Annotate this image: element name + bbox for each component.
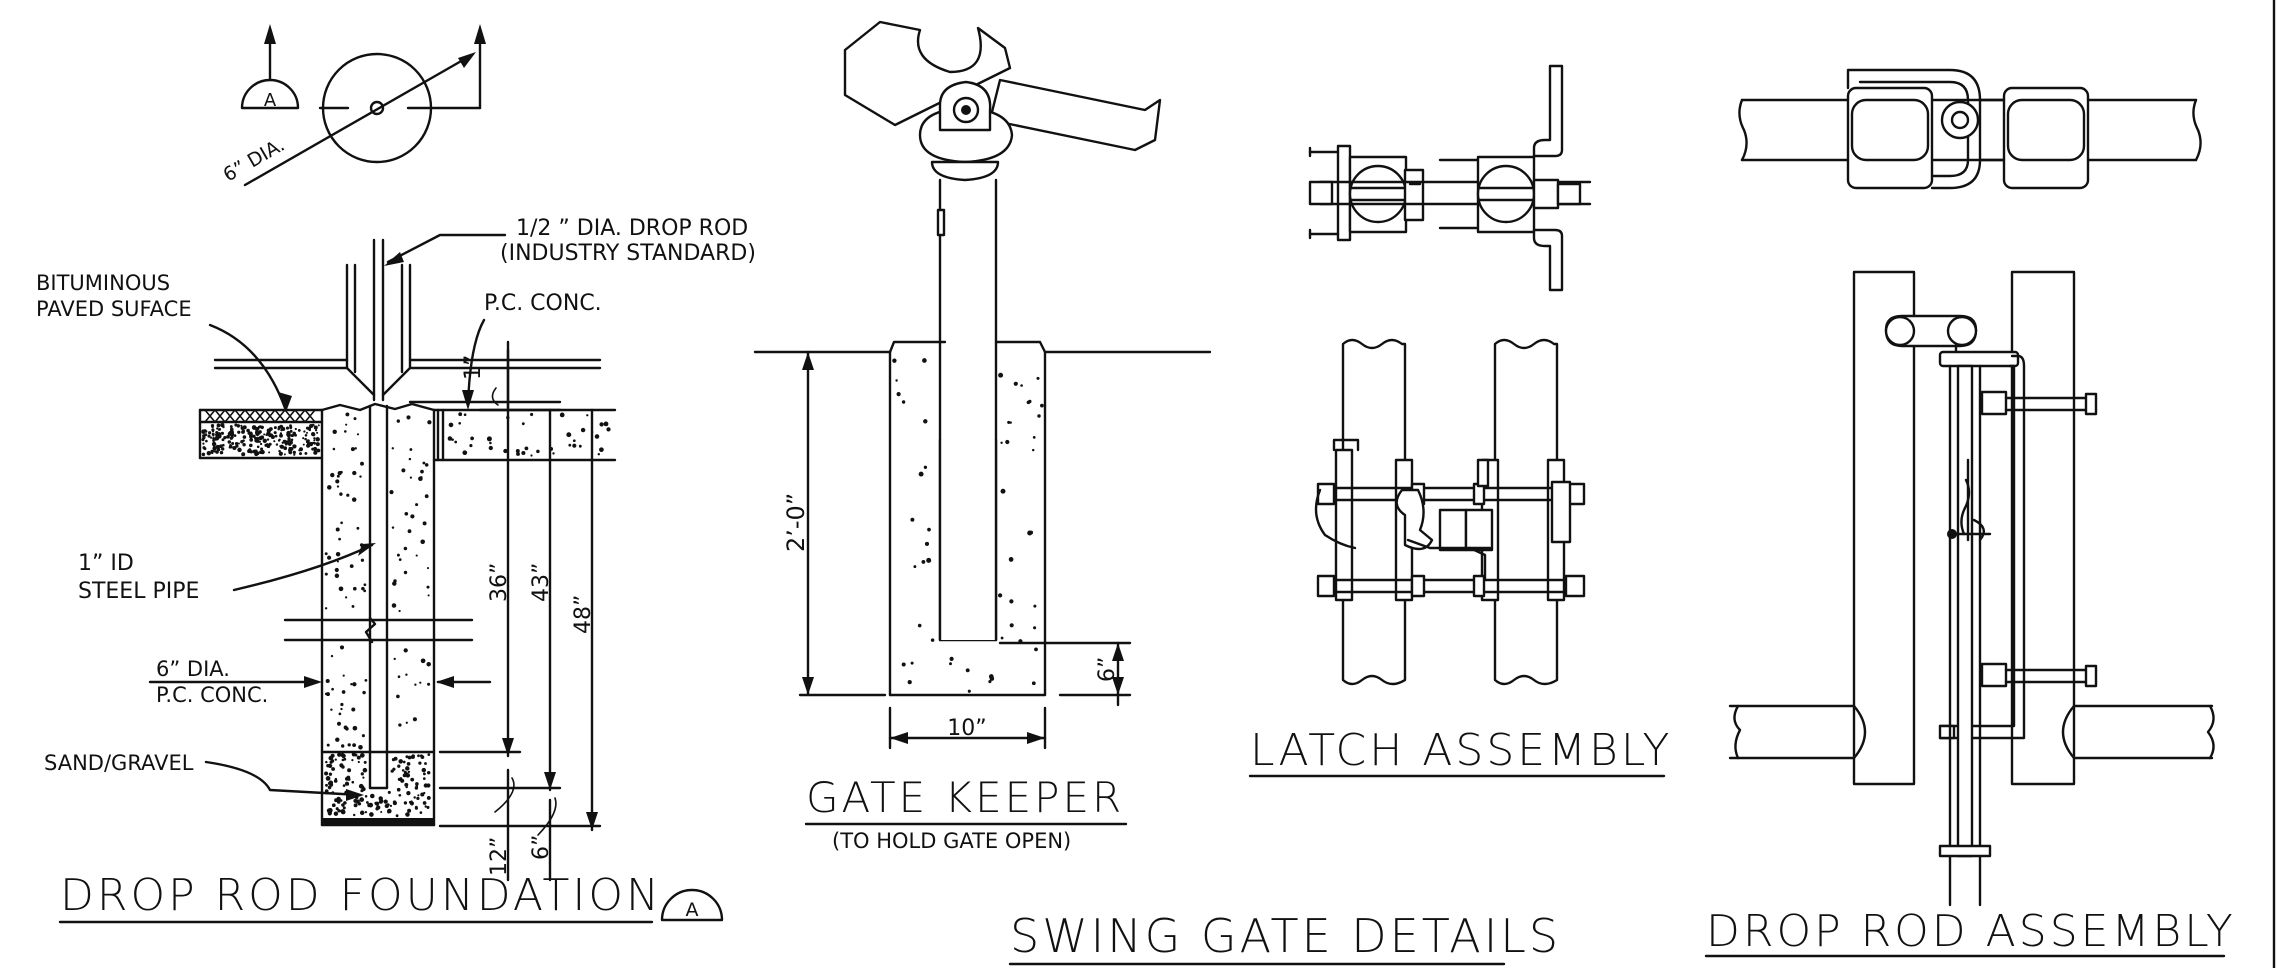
foundation-conc-label: P.C. CONC. xyxy=(156,683,268,707)
latch-assembly-title: LATCH ASSEMBLY xyxy=(1250,725,1672,776)
pc-concrete-slab-hatch xyxy=(447,412,611,457)
drop-rod-assembly-detail: DROP ROD ASSEMBLY xyxy=(1704,68,2236,958)
section-letter: A xyxy=(264,90,277,111)
gate-keeper-hook xyxy=(843,20,1012,127)
drop-rod-foundation-detail: 1/2 ” DIA. DROP ROD (INDUSTRY STANDARD) … xyxy=(36,216,756,924)
pc-conc-label: P.C. CONC. xyxy=(484,291,602,316)
latch-elevation xyxy=(1314,338,1586,686)
drop-rod-label: 1/2 ” DIA. DROP ROD xyxy=(516,216,748,241)
drop-rod-assembly-title: DROP ROD ASSEMBLY xyxy=(1706,906,2236,957)
steel-pipe-label: STEEL PIPE xyxy=(78,579,199,604)
sand-gravel-label: SAND/GRAVEL xyxy=(44,751,194,775)
dim-6in-keeper: 6” xyxy=(1095,657,1120,682)
dim-1in: 1” xyxy=(461,355,486,380)
dim-48in: 48” xyxy=(571,595,596,634)
gate-keeper-arm xyxy=(988,78,1162,152)
swing-gate-details-title: SWING GATE DETAILS xyxy=(1010,909,1561,963)
sand-gravel-hatch xyxy=(324,752,431,818)
dim-12in: 12” xyxy=(487,837,512,876)
foundation-dia-label: 6” DIA. xyxy=(156,657,230,681)
paved-surface-label: PAVED SUFACE xyxy=(36,297,192,321)
section-a-letter: A xyxy=(686,899,699,921)
drop-rod-leader xyxy=(386,233,507,264)
dim-2ft: 2’-0” xyxy=(782,493,810,552)
bituminous-label: BITUMINOUS xyxy=(36,271,170,295)
dim-36in: 36” xyxy=(487,563,512,602)
section-a-symbol xyxy=(660,888,724,922)
dim-43in: 43” xyxy=(529,563,554,602)
section-symbol xyxy=(240,78,300,110)
paved-surface-hatch xyxy=(201,423,321,457)
plan-dia-label: 6” DIA. xyxy=(220,134,289,187)
latch-assembly-detail: LATCH ASSEMBLY xyxy=(1248,64,1672,778)
gate-keeper-note: (TO HOLD GATE OPEN) xyxy=(832,829,1071,853)
dia-leader xyxy=(243,54,472,187)
pipe-id-label: 1” ID xyxy=(78,551,134,576)
gate-keeper-detail: 2’-0” 10” 6” GATE KEEPER (TO HOLD GATE O… xyxy=(753,20,1212,853)
foundation-concrete-hatch xyxy=(324,412,432,750)
gate-keeper-title: GATE KEEPER xyxy=(806,773,1124,822)
dim-10in: 10” xyxy=(947,716,986,741)
rod-plan-dot xyxy=(369,100,385,116)
gate-keeper-concrete-hatch xyxy=(892,358,1044,693)
industry-standard-label: (INDUSTRY STANDARD) xyxy=(500,241,756,266)
drop-rod-foundation-title: DROP ROD FOUNDATION xyxy=(60,870,662,921)
section-marker: A 6” DIA. xyxy=(220,24,486,187)
dim-6in: 6” xyxy=(529,835,554,860)
